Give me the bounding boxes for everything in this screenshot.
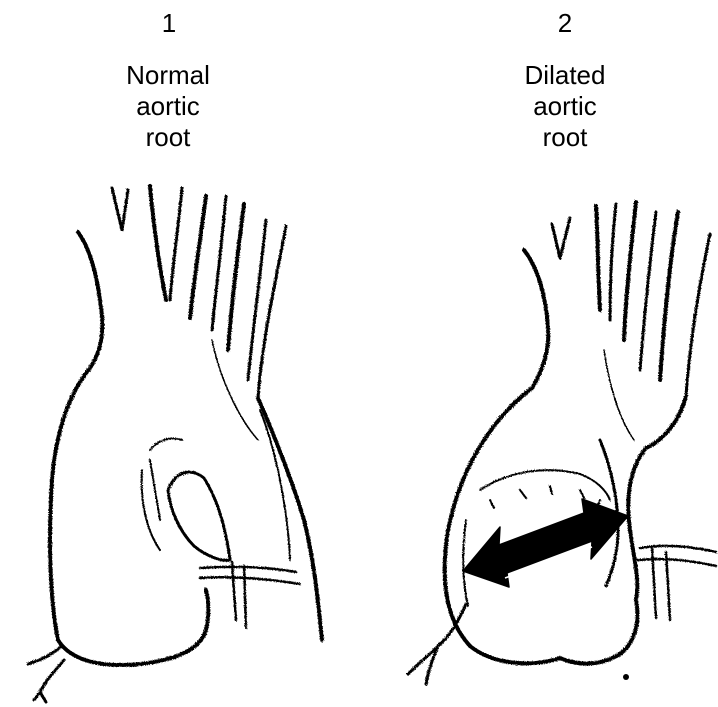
panel-normal: 1 Normal aortic root — [0, 0, 359, 707]
caption-line: root — [88, 122, 248, 153]
caption-line: Normal — [88, 60, 248, 91]
caption-line: aortic — [485, 91, 645, 122]
caption-line: root — [485, 122, 645, 153]
caption-line: Dilated — [485, 60, 645, 91]
panel-number: 1 — [129, 8, 209, 38]
panel-caption: Normal aortic root — [88, 60, 248, 153]
panel-dilated: 2 Dilated aortic root — [359, 0, 718, 707]
panel-number: 2 — [525, 8, 605, 38]
caption-line: aortic — [88, 91, 248, 122]
panel-caption: Dilated aortic root — [485, 60, 645, 153]
